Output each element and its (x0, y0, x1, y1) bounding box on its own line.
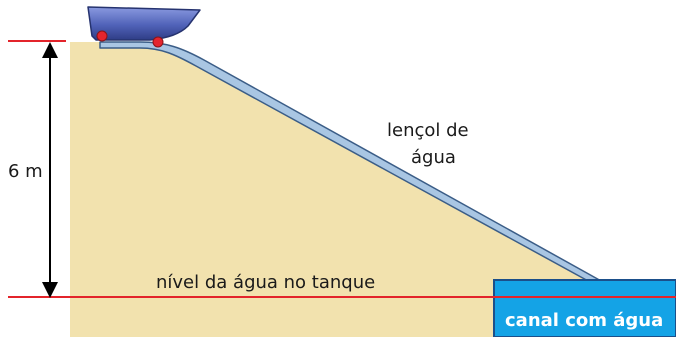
water-sheet-label-line1: lençol de (387, 120, 469, 141)
height-label: 6 m (8, 161, 43, 182)
water-sheet-label-line2: água (411, 147, 456, 168)
tank-level-label: nível da água no tanque (156, 272, 375, 293)
hill-ground (70, 42, 600, 337)
ground-base (70, 282, 496, 337)
water-channel (493, 279, 676, 337)
channel-label: canal com água (505, 310, 663, 331)
water-sled-icon (87, 6, 201, 48)
